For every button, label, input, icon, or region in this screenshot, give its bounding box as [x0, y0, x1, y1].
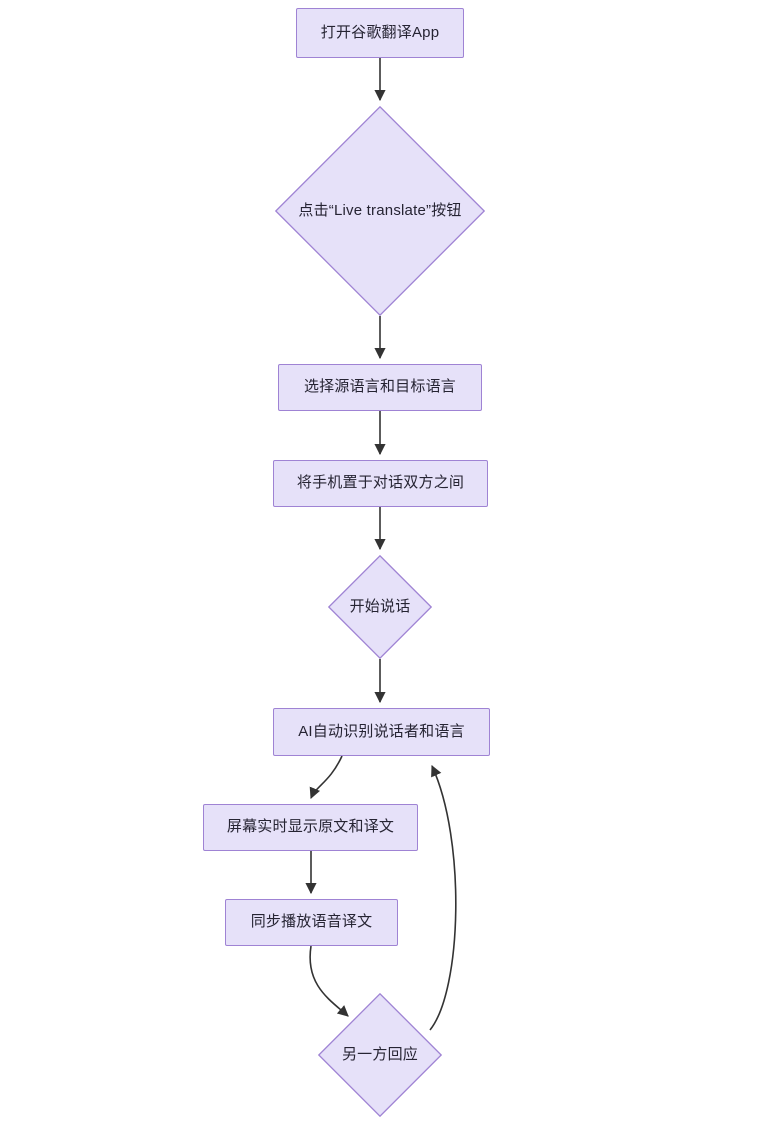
flow-node-n8[interactable]: 同步播放语音译文 — [225, 899, 398, 946]
flow-node-label: 开始说话 — [349, 597, 411, 615]
flow-node-label: 另一方回应 — [341, 1045, 418, 1063]
flow-node-label: AI自动识别说话者和语言 — [298, 722, 465, 740]
flow-node-n4[interactable]: 将手机置于对话双方之间 — [273, 460, 488, 507]
diamond-shape — [318, 993, 442, 1117]
flow-node-label: 屏幕实时显示原文和译文 — [226, 818, 395, 836]
flow-node-n5[interactable]: 开始说话 — [328, 555, 432, 659]
flow-node-label: 打开谷歌翻译App — [320, 23, 440, 41]
diamond-shape — [328, 555, 432, 659]
flow-node-n7[interactable]: 屏幕实时显示原文和译文 — [203, 804, 418, 851]
flow-node-n3[interactable]: 选择源语言和目标语言 — [278, 364, 482, 411]
flow-node-label: 同步播放语音译文 — [250, 913, 373, 931]
diamond-shape — [275, 106, 485, 316]
flow-node-label: 点击“Live translate”按钮 — [298, 201, 462, 219]
edge-n6-to-n7 — [309, 755, 343, 800]
flow-node-label: 将手机置于对话双方之间 — [296, 474, 465, 492]
flow-node-n1[interactable]: 打开谷歌翻译App — [296, 8, 464, 58]
flow-node-n9[interactable]: 另一方回应 — [318, 993, 442, 1117]
flow-node-n2[interactable]: 点击“Live translate”按钮 — [275, 106, 485, 316]
edge-n9-to-n6 — [429, 764, 457, 1031]
flow-node-n6[interactable]: AI自动识别说话者和语言 — [273, 708, 490, 756]
flow-node-label: 选择源语言和目标语言 — [303, 378, 456, 396]
